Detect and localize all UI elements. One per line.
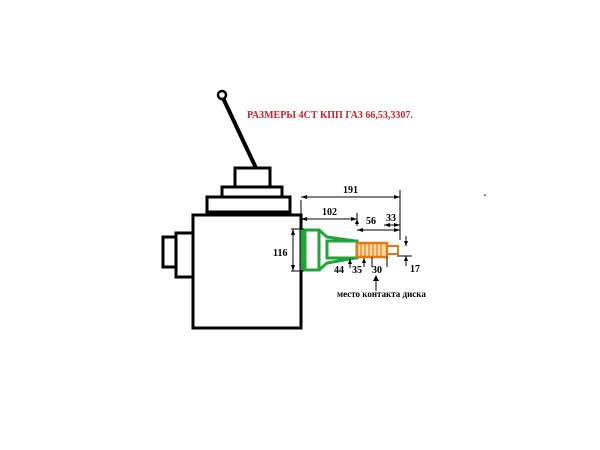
top-cover-lower bbox=[205, 195, 292, 214]
gearbox-housing bbox=[191, 213, 303, 330]
dim-label-191: 191 bbox=[343, 185, 358, 196]
side-flange-disc bbox=[161, 235, 178, 269]
dim-label-116: 116 bbox=[273, 248, 287, 259]
lever-knob bbox=[216, 89, 228, 101]
dim-label-33: 33 bbox=[386, 213, 396, 224]
side-flange-hub bbox=[174, 231, 195, 279]
top-cover-upper bbox=[233, 166, 272, 189]
side-flange bbox=[161, 231, 195, 279]
arrowheads bbox=[291, 195, 408, 281]
spline-section bbox=[355, 241, 399, 259]
lever-rod bbox=[221, 97, 258, 169]
dim-label-56: 56 bbox=[366, 216, 376, 227]
contact-caption: место контакта диска bbox=[337, 289, 426, 299]
input-shaft-body bbox=[325, 239, 359, 260]
bell-upper-edge bbox=[318, 228, 356, 243]
housing-flange bbox=[303, 228, 321, 272]
dim-label-35: 35 bbox=[352, 265, 362, 276]
dim-label-30: 30 bbox=[372, 265, 382, 276]
diagram-title: РАЗМЕРЫ 4СТ КПП ГАЗ 66,53,3307. bbox=[247, 110, 413, 121]
bell-lower-edge bbox=[318, 256, 356, 272]
dim-label-17: 17 bbox=[410, 264, 420, 275]
shaft-tip bbox=[386, 245, 399, 255]
dim-label-102: 102 bbox=[322, 207, 337, 218]
dim-label-44: 44 bbox=[334, 265, 344, 276]
dimension-lines bbox=[291, 190, 412, 291]
stray-dot bbox=[484, 194, 486, 196]
gear-lever bbox=[216, 89, 258, 169]
